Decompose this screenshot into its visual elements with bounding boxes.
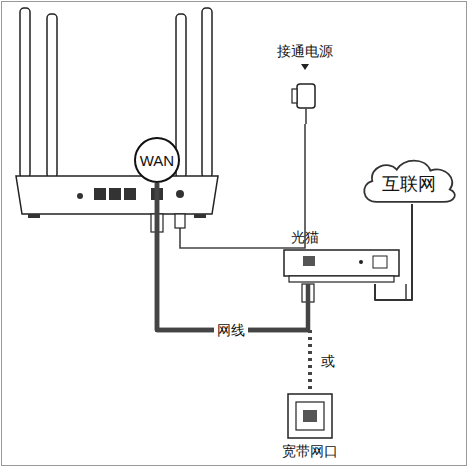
cloud-node: 互联网	[358, 156, 460, 204]
outlet-plate	[288, 394, 332, 438]
modem-body	[284, 250, 399, 276]
lan-port	[124, 188, 136, 200]
node-label: 互联网	[382, 173, 436, 195]
modem-port	[303, 256, 315, 266]
modem-node: 光猫	[283, 228, 400, 284]
node-label: WAN	[140, 151, 174, 170]
outlet-node: 宽带网口	[265, 392, 355, 462]
modem-led	[359, 260, 363, 264]
adapter-node: 接通电源	[259, 42, 351, 124]
lan-port	[109, 188, 121, 200]
power-port	[176, 190, 184, 198]
cloud-outline	[364, 161, 455, 202]
cable-connector	[157, 183, 310, 392]
router-body	[16, 176, 218, 214]
power-plug	[175, 214, 185, 228]
reset-button	[77, 193, 83, 199]
router-foot	[28, 214, 40, 218]
node-label: 接通电源	[259, 42, 351, 60]
modem-base	[289, 276, 394, 282]
edge-label: 网线	[214, 321, 248, 339]
edge-label: 或	[318, 352, 338, 370]
adapter-prong	[292, 89, 297, 103]
circle-node: WAN	[134, 137, 180, 183]
outlet-frame	[296, 402, 324, 430]
adapter-cord	[305, 108, 307, 124]
outlet-port	[303, 410, 317, 422]
node-label: 宽带网口	[265, 442, 355, 460]
antenna	[202, 8, 212, 178]
power-wire	[180, 124, 305, 248]
adapter-body	[297, 84, 315, 108]
router-foot	[194, 214, 206, 218]
dotted-cable	[308, 330, 312, 392]
fiber-port	[373, 256, 387, 268]
pointer-arrow	[301, 64, 309, 70]
fiber-lead	[405, 284, 407, 300]
node-label: 光猫	[291, 228, 400, 246]
antenna	[47, 14, 57, 178]
antenna	[20, 8, 30, 178]
lan-port	[94, 188, 106, 200]
